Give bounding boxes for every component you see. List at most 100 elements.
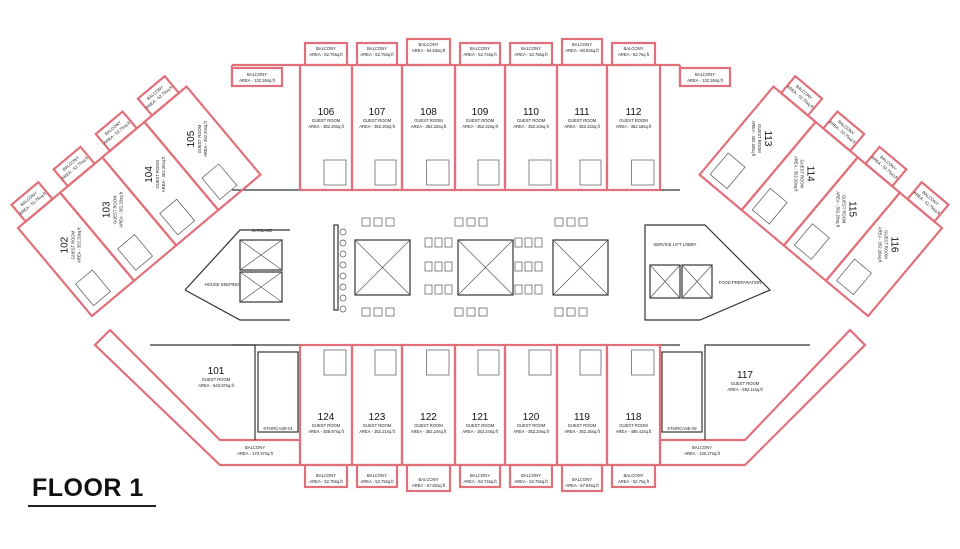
balcony-label: BALCONY — [470, 46, 490, 51]
balcony-area: AREA - 67.64sq.ft — [565, 483, 599, 488]
balcony-label: BALCONY — [572, 42, 592, 47]
balcony-tr-area: AREA - 132.26sq.ft — [687, 78, 723, 83]
balcony-br-label: BALCONY — [692, 445, 712, 450]
room-type: GUEST ROOM — [363, 423, 392, 428]
balcony-label: BALCONY — [418, 42, 438, 47]
balcony-110 — [508, 41, 554, 67]
room-area: AREA - 352.25sq.ft — [564, 429, 600, 434]
balcony-108 — [405, 37, 452, 67]
stool — [339, 272, 347, 280]
dining-table — [434, 237, 443, 248]
dining-table — [444, 261, 453, 272]
dining-table — [524, 261, 533, 272]
room-type: GUEST ROOM — [113, 195, 118, 224]
room-type: GUEST ROOM — [312, 118, 341, 123]
room-area: AREA - 352.20sq.ft — [878, 227, 883, 263]
balcony-label: BALCONY — [623, 46, 643, 51]
dining-table — [534, 237, 543, 248]
room-type: GUEST ROOM — [568, 423, 597, 428]
corner-walls — [93, 63, 867, 467]
balcony-label: BALCONY — [418, 477, 438, 482]
balcony-label: BALCONY — [521, 473, 541, 478]
balcony-area: AREA - 52.7sq.ft — [618, 52, 650, 57]
room-area: AREA - 352.20sq.ft — [77, 226, 82, 262]
room-type: GUEST ROOM — [312, 423, 341, 428]
room-area: AREA - 382.20sq.ft — [308, 124, 344, 129]
balcony-area: AREA - 52.75sq.ft — [309, 52, 343, 57]
balcony-area: AREA - 52.75sq.ft — [514, 52, 548, 57]
room-type: GUEST ROOM — [71, 230, 76, 259]
balcony-111 — [560, 37, 604, 67]
room-117-number: 117 — [737, 370, 753, 381]
balcony-122 — [405, 463, 452, 493]
house-keeping-label: HOUSE KEEPING — [205, 282, 240, 287]
room-number: 124 — [318, 412, 335, 423]
dining-table — [444, 284, 453, 295]
room-area: AREA - 352.22sq.ft — [462, 124, 498, 129]
room-type: GUEST ROOM — [757, 124, 762, 153]
balcony-area: AREA - 52.74sq.ft — [463, 52, 497, 57]
seat — [566, 217, 576, 227]
balcony-104 — [94, 109, 139, 153]
room-type: GUEST ROOM — [619, 118, 648, 123]
room-area: AREA - 352.20sq.ft — [751, 121, 756, 157]
staircase-2-label: STAIRCASE-02 — [667, 426, 697, 431]
room-area: AREA - 352.15sq.ft — [616, 124, 652, 129]
seat — [361, 217, 371, 227]
seat — [466, 217, 476, 227]
seat — [554, 307, 564, 317]
room-type: GUEST ROOM — [841, 195, 846, 224]
room-number: 106 — [318, 107, 335, 118]
room-number: 119 — [574, 412, 590, 423]
balcony-area: AREA - 52.75sq.ft — [360, 479, 394, 484]
room-type: GUEST ROOM — [517, 423, 546, 428]
room-area: AREA - 488.87sq.ft — [308, 429, 344, 434]
room-area: AREA - 352.24sq.ft — [411, 429, 447, 434]
room-type: GUEST ROOM — [568, 118, 597, 123]
service-labels: HOUSE KEEPING GARBAGE SERVICE LIFT LOBBY… — [198, 72, 763, 456]
room-number: 104 — [144, 166, 155, 183]
dining-table — [424, 237, 433, 248]
seat — [554, 217, 564, 227]
room-number: 116 — [889, 236, 900, 252]
room-area: AREA - 352.20sq.ft — [119, 191, 124, 227]
lift-shafts — [239, 239, 713, 303]
room-area: AREA - 352.20sq.ft — [793, 156, 798, 192]
dining-table — [514, 237, 523, 248]
balcony-116 — [905, 180, 951, 224]
room-area: AREA - 352.24sq.ft — [462, 429, 498, 434]
balcony-120 — [508, 463, 554, 489]
room-number: 107 — [369, 107, 386, 118]
seat — [385, 217, 395, 227]
balcony-area: AREA - 60.83sq.ft — [565, 48, 599, 53]
room-type: GUEST ROOM — [517, 118, 546, 123]
room-number: 103 — [102, 201, 113, 218]
room-number: 120 — [523, 412, 540, 423]
balcony-123 — [355, 463, 399, 489]
seat — [478, 307, 488, 317]
room-101-number: 101 — [208, 366, 225, 377]
lobby-seating — [333, 217, 588, 317]
dining-table — [444, 237, 453, 248]
balcony-103 — [52, 145, 97, 188]
balcony-tl-label: BALCONY — [247, 72, 267, 77]
room-type: GUEST ROOM — [466, 118, 495, 123]
seat — [361, 307, 371, 317]
seat — [578, 217, 588, 227]
seat — [454, 307, 464, 317]
balcony-br-area: AREA - 130.27sq.ft — [684, 451, 720, 456]
dining-table — [534, 261, 543, 272]
room-area: AREA - 352.20sq.ft — [835, 191, 840, 227]
floor-title: FLOOR 1 — [32, 474, 144, 502]
stool — [339, 283, 347, 291]
stool — [339, 239, 347, 247]
stool — [339, 305, 347, 313]
balcony-tl-area: AREA - 132.26sq.ft — [239, 78, 275, 83]
